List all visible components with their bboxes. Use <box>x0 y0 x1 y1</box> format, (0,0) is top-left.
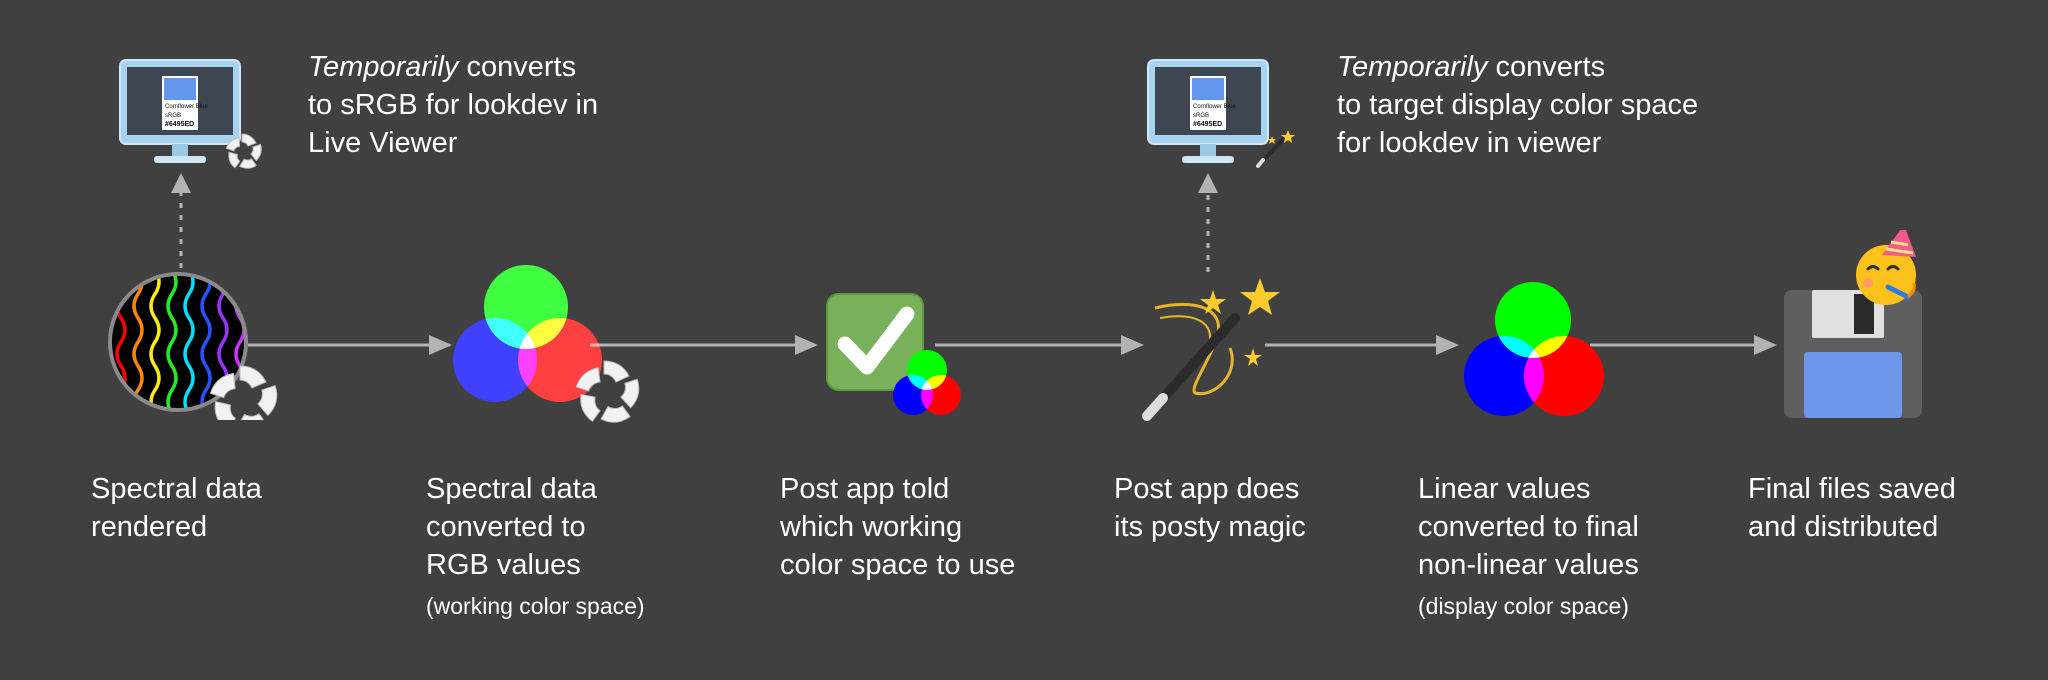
monitor-icon: Cornflower Blue sRGB #6495ED <box>1147 59 1269 163</box>
step-label-display-convert: Linear values converted to final non-lin… <box>1418 473 1639 619</box>
step-label-final-files: Final files saved and distributed <box>1748 473 1956 543</box>
step-working-space <box>825 292 965 417</box>
step-final-files <box>1782 225 1942 420</box>
step-spectral-render <box>106 270 296 432</box>
rgb-venn-icon <box>1464 282 1604 416</box>
monitor-viewer: Cornflower Blue sRGB #6495ED <box>1146 56 1296 176</box>
check-icon <box>826 293 924 391</box>
svg-text:Cornflower Blue: Cornflower Blue <box>1193 104 1236 110</box>
step-label-post-magic: Post app does its posty magic <box>1114 473 1306 543</box>
rgb-venn-icon <box>453 265 640 423</box>
monitor-live-viewer: Cornflower Blue sRGB #6495ED <box>118 56 268 176</box>
note-viewer: Temporarily converts to target display c… <box>1337 51 1699 159</box>
step-label-working-space: Post app told which working color space … <box>780 473 1016 581</box>
svg-text:#6495ED: #6495ED <box>1193 121 1222 128</box>
svg-text:sRGB: sRGB <box>165 113 181 119</box>
monitor-icon: Cornflower Blue sRGB #6495ED <box>119 59 241 163</box>
magic-wand-icon <box>1142 278 1280 421</box>
magic-wand-icon <box>1256 130 1295 168</box>
note-emphasis: Temporarily <box>1337 51 1488 83</box>
svg-text:sRGB: sRGB <box>1193 113 1209 119</box>
spectrum-icon <box>108 272 278 432</box>
note-live-viewer: Temporarily converts to sRGB for lookdev… <box>308 51 599 159</box>
octane-icon <box>225 133 262 169</box>
step-label-rgb-convert: Spectral data converted to RGB values (w… <box>426 473 645 619</box>
party-face-icon <box>1856 225 1916 305</box>
step-display-convert <box>1460 282 1610 422</box>
step-post-magic <box>1135 278 1285 428</box>
step-label-spectral-render: Spectral data rendered <box>91 473 262 543</box>
note-emphasis: Temporarily <box>308 51 459 83</box>
floppy-disk-icon <box>1784 290 1922 418</box>
svg-text:#6495ED: #6495ED <box>165 121 194 128</box>
svg-text:Cornflower Blue: Cornflower Blue <box>165 104 208 110</box>
octane-icon <box>575 360 640 423</box>
rgb-venn-icon <box>893 350 961 415</box>
step-rgb-convert <box>450 265 650 425</box>
